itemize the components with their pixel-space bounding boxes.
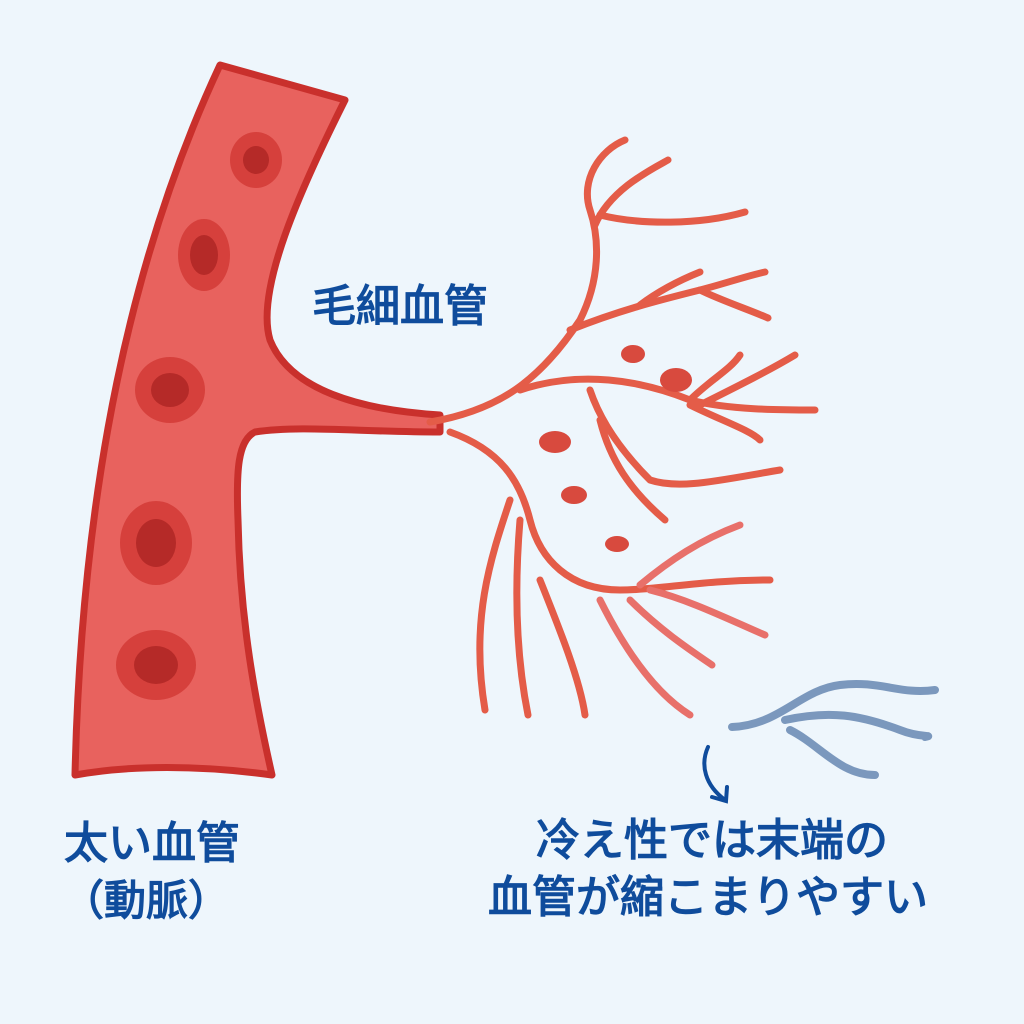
blood-cell (178, 219, 230, 291)
artery-vessel (71, 61, 444, 779)
arrow-icon (702, 745, 729, 804)
cold-note-line2: 血管が縮こまりやすい (488, 872, 928, 923)
blood-cells (116, 132, 282, 700)
blood-cell (116, 630, 196, 700)
blood-cell (120, 501, 192, 585)
capillary-blood-cells (539, 345, 692, 552)
blood-cell (230, 132, 282, 188)
large-vessel-label: 太い血管 (64, 818, 240, 869)
capillary-network (426, 136, 819, 719)
large-vessel-sublabel: （動脈） (62, 876, 230, 925)
blood-cell (135, 357, 205, 423)
constricted-vessel (728, 680, 939, 779)
capillary-label: 毛細血管 (312, 281, 488, 332)
cold-note-line1: 冷え性では末端の (536, 815, 888, 866)
